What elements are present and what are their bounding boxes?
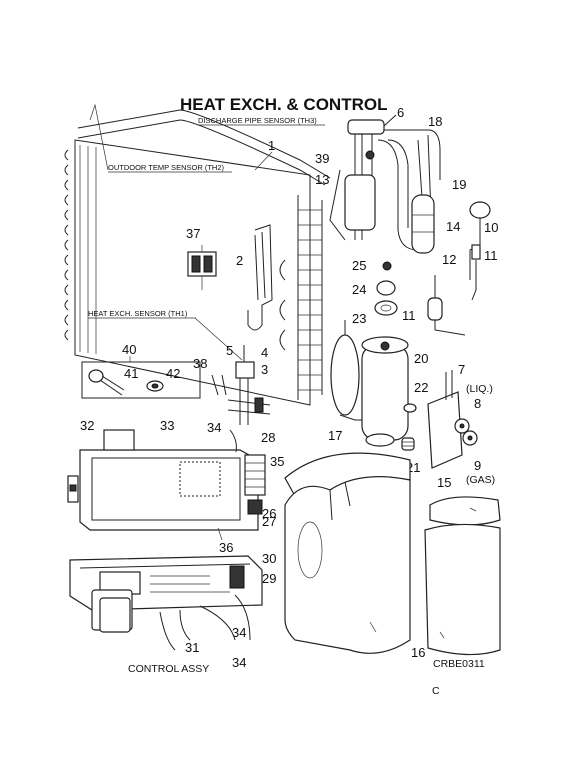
part-31-label: 31 <box>185 640 199 655</box>
part-33-label: 33 <box>160 418 174 433</box>
part-37-label: 37 <box>186 226 200 241</box>
part-13-label: 13 <box>315 172 329 187</box>
part-2-label: 2 <box>236 253 243 268</box>
part-6-label: 6 <box>397 105 404 120</box>
part-14-label: 14 <box>446 219 460 234</box>
revision-letter: C <box>432 685 440 697</box>
part-39-label: 39 <box>315 151 329 166</box>
part-24-label: 24 <box>352 282 366 297</box>
part-38-label: 38 <box>193 356 207 371</box>
gas-label: (GAS) <box>466 474 495 486</box>
control-assy-label: CONTROL ASSY <box>128 663 209 675</box>
part-16-label: 16 <box>411 645 425 660</box>
drawing-code: CRBE0311 <box>433 658 485 670</box>
part-8-label: 8 <box>474 396 481 411</box>
part-12-label: 12 <box>442 252 456 267</box>
part-30-label: 30 <box>262 551 276 566</box>
part-23-label: 23 <box>352 311 366 326</box>
pipe-part-2 <box>247 224 273 331</box>
part-36-label: 36 <box>219 540 233 555</box>
sensor-kit-part-40 <box>81 356 201 399</box>
heat-exchanger-coil <box>64 109 331 406</box>
part-40-label: 40 <box>122 342 136 357</box>
part-17-label: 17 <box>328 428 342 443</box>
accumulator-piping <box>329 114 441 251</box>
liq-label: (LIQ.) <box>466 383 493 395</box>
part-27-label-b: 27 <box>262 514 276 529</box>
part-10-label: 10 <box>484 220 498 235</box>
part-42-label: 42 <box>166 366 180 381</box>
part-41-label: 41 <box>124 366 138 381</box>
part-9-label: 9 <box>474 458 481 473</box>
part-20-label: 20 <box>414 351 428 366</box>
part-34-label-c: 34 <box>232 655 246 670</box>
nuts-parts-21-22 <box>401 403 417 451</box>
coil-hairpins-left <box>64 149 69 341</box>
control-assembly <box>69 555 263 651</box>
side-panel-part-16 <box>424 496 501 656</box>
part-34-label-a: 34 <box>207 420 221 435</box>
control-board-box <box>67 429 266 531</box>
part-3-label: 3 <box>261 362 268 377</box>
part-18-label: 18 <box>428 114 442 129</box>
heat-exch-sensor-label: HEAT EXCH. SENSOR (TH1) <box>88 309 188 318</box>
part-19-label: 19 <box>452 177 466 192</box>
part-25-label: 25 <box>352 258 366 273</box>
discharge-sensor-label: DISCHARGE PIPE SENSOR (TH3) <box>198 116 317 125</box>
compressor-mounts-parts-23-25 <box>374 261 398 316</box>
terminal-blocks-part-35 <box>244 454 266 515</box>
valve-assembly-parts-3-5 <box>211 345 271 425</box>
part-32-label: 32 <box>80 418 94 433</box>
front-panel-part-17 <box>284 452 411 654</box>
part-4-label: 4 <box>261 345 268 360</box>
part-11-label-a: 11 <box>484 248 498 263</box>
part-28-label: 28 <box>261 430 275 445</box>
part-11-label-b: 11 <box>402 308 416 323</box>
part-26-label: 26 <box>262 506 276 521</box>
part-35-label: 35 <box>270 454 284 469</box>
part-5-label: 5 <box>226 343 233 358</box>
coil-hairpins-right <box>279 195 323 405</box>
diagram-title: HEAT EXCH. & CONTROL <box>180 95 387 114</box>
four-way-valve-part-14 <box>411 194 435 254</box>
part-34-label-b: 34 <box>232 625 246 640</box>
outdoor-temp-sensor-label: OUTDOOR TEMP SENSOR (TH2) <box>108 163 224 172</box>
part-1-label: 1 <box>268 138 275 153</box>
compressor-part-20 <box>330 320 409 447</box>
part-15-label: 15 <box>437 475 451 490</box>
valve-bed-parts-7-9 <box>427 370 478 469</box>
strainer-part-11 <box>427 275 466 336</box>
part-29-label: 29 <box>262 571 276 586</box>
solenoid-coil-part-10 <box>469 201 491 301</box>
part-7-label: 7 <box>458 362 465 377</box>
reactor-part-37 <box>187 245 217 290</box>
part-22-label: 22 <box>414 380 428 395</box>
